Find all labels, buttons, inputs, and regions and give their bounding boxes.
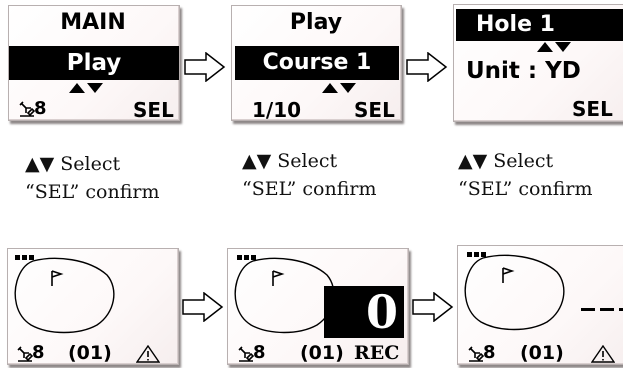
satellite-count: 8 xyxy=(253,342,266,363)
distance-readout: 0 xyxy=(324,286,404,338)
screen-main-menu: MAIN Play 8 SEL xyxy=(8,5,180,121)
down-arrow-icon xyxy=(87,83,103,93)
distance-placeholder-dash xyxy=(600,308,614,311)
screen-title: MAIN xyxy=(60,10,126,35)
caption-select: ▲▼ Select xyxy=(458,150,554,172)
sel-softkey: SEL xyxy=(133,98,174,121)
caption-1: ▲▼ Select “SEL” confirm xyxy=(25,150,160,206)
flag-icon xyxy=(502,267,515,283)
caption-select: ▲▼ Select xyxy=(242,150,338,172)
right-arrow-icon xyxy=(406,52,448,82)
rec-status: REC xyxy=(354,342,400,364)
right-arrow-icon xyxy=(184,52,226,82)
satellite-count: 8 xyxy=(34,98,47,119)
green-outline xyxy=(464,254,565,331)
caption-confirm: “SEL” confirm xyxy=(25,181,160,203)
right-arrow-icon xyxy=(412,292,454,322)
distance-placeholder-dash xyxy=(619,308,623,311)
screen-hole-map-rec: 0 8 (01) REC xyxy=(227,248,409,365)
distance-placeholder-dash xyxy=(581,308,595,311)
caption-3: ▲▼ Select “SEL” confirm xyxy=(458,147,593,203)
right-arrow-icon xyxy=(182,292,224,322)
satellite-icon xyxy=(468,346,484,362)
hole-number: (01) xyxy=(520,342,564,364)
green-outline xyxy=(234,257,335,334)
battery-icon xyxy=(237,255,256,260)
caption-confirm: “SEL” confirm xyxy=(458,178,593,200)
screen-title: Play xyxy=(289,10,343,35)
caption-confirm: “SEL” confirm xyxy=(242,178,377,200)
distance-value: 0 xyxy=(365,285,398,339)
sel-softkey: SEL xyxy=(572,97,613,121)
up-arrow-icon xyxy=(322,83,338,93)
screen-hole-map-1: 8 (01) xyxy=(7,248,179,365)
battery-icon xyxy=(15,255,34,260)
selected-item: Play xyxy=(9,46,179,80)
screen-hole-map-2: 8 (01) xyxy=(457,245,623,365)
satellite-count: 8 xyxy=(483,342,496,363)
unit-setting: Unit : YD xyxy=(466,58,581,84)
screen-play-menu: Play Course 1 1/10 SEL xyxy=(231,5,402,121)
selected-item: Hole 1 xyxy=(456,9,623,41)
satellite-icon xyxy=(17,346,33,362)
caption-2: ▲▼ Select “SEL” confirm xyxy=(242,147,377,203)
flag-icon xyxy=(272,270,285,286)
selected-item: Course 1 xyxy=(235,46,399,80)
up-arrow-icon xyxy=(537,42,553,52)
warning-icon xyxy=(591,345,615,363)
flag-icon xyxy=(51,270,64,286)
caption-select: ▲▼ Select xyxy=(25,153,121,175)
up-arrow-icon xyxy=(69,83,85,93)
down-arrow-icon xyxy=(555,42,571,52)
battery-icon xyxy=(467,252,486,257)
hole-number: (01) xyxy=(68,342,112,364)
green-outline xyxy=(14,257,115,334)
satellite-count: 8 xyxy=(32,342,45,363)
screen-hole-setup: Hole 1 Unit : YD SEL xyxy=(453,4,623,122)
course-counter: 1/10 xyxy=(252,98,302,121)
satellite-icon xyxy=(238,346,254,362)
warning-icon xyxy=(136,345,160,363)
hole-number: (01) xyxy=(300,342,344,364)
down-arrow-icon xyxy=(340,83,356,93)
satellite-icon xyxy=(19,101,35,117)
sel-softkey: SEL xyxy=(354,98,395,121)
